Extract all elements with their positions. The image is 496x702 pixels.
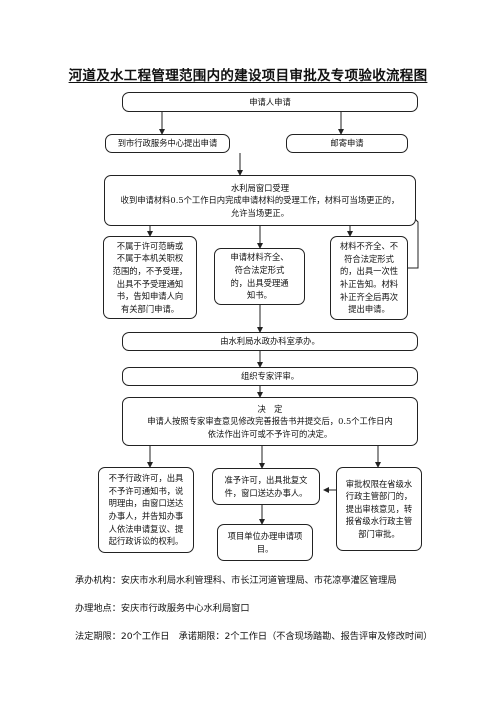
node-deny: 不予行政许可，出具 不予许可通知书，说 明理由，由窗口送达 办事人，并告知办事 …	[98, 467, 194, 553]
node-office: 由水利局水政办科室承办。	[122, 332, 418, 351]
node-accept: 申请材料齐全、 符合法定形式 的，出具受理通 知书。	[214, 248, 305, 305]
node-service-center: 到市行政服务中心提出申请	[105, 134, 230, 153]
node-reject: 不属于许可范畴或 不属于本机关职权 范围的，不予受理， 出具不予受理通知 书，告…	[103, 236, 197, 319]
footer-location: 办理地点：安庆市行政服务中心水利局窗口	[75, 603, 250, 614]
footer-time-limit: 法定期限：20个工作日 承诺期限：2个工作日（不含现场踏勘、报告评审及修改时间）	[75, 631, 433, 642]
node-project: 项目单位办理申请项 目。	[217, 524, 313, 561]
node-window: 水利局窗口受理 收到申请材料0.5个工作日内完成申请材料的受理工作，材料可当场更…	[104, 175, 416, 226]
node-apply: 申请人申请	[122, 92, 418, 112]
node-grant: 准予许可，出具批复文 件，窗口送达办事人。	[212, 468, 320, 505]
node-province: 审批权限在省级水 行政主管部门的， 提出审核意见，转 报省级水行政主管 部门审批…	[336, 467, 422, 551]
node-incomplete: 材料不齐全、不 符合法定形式 的，出具一次性 补正告知。材料 补正齐全后再次 提…	[330, 236, 408, 320]
node-decide: 决 定 申请人按照专家审查意见修改完善报告书并提交后，0.5个工作日内 依法作出…	[122, 397, 418, 446]
node-review: 组织专家评审。	[122, 367, 418, 386]
node-mail: 邮寄申请	[286, 134, 408, 153]
footer-organization: 承办机构：安庆市水利局水利管理科、市长江河道管理局、市花凉亭灌区管理局	[75, 575, 397, 586]
diagram-title: 河道及水工程管理范围内的建设项目审批及专项验收流程图	[68, 68, 428, 84]
